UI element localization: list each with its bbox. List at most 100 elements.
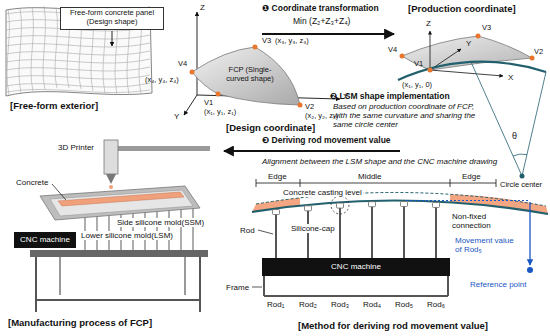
- dimension-label: Movement value of Rod₅: [455, 236, 521, 254]
- freeform-mesh: [31, 7, 33, 91]
- rod-line: [276, 207, 436, 259]
- step-title: ❸ Deriving rod movement value: [262, 136, 391, 146]
- axis-label: Y: [174, 112, 179, 121]
- silicone-cap: [273, 210, 280, 215]
- printer-gantry: [104, 140, 210, 184]
- rod-label: Rod₄: [363, 300, 381, 309]
- label-box: Free-form concrete panel (Design shape): [60, 7, 164, 30]
- rod-line: [403, 207, 405, 259]
- freeform-mesh: [6, 83, 150, 87]
- center-dot: [520, 174, 525, 179]
- rod-pin: [180, 210, 181, 250]
- machine-box: CNC machine: [14, 232, 76, 248]
- vertex-dot: [190, 70, 195, 75]
- printer-gantry: [104, 140, 118, 174]
- box-text: Free-form concrete panel (Design shape): [64, 9, 160, 26]
- axis-label: Z: [426, 19, 431, 28]
- rod-pin: [192, 209, 193, 250]
- step-title: ❶ Coordinate transformation: [262, 4, 379, 14]
- figure-title: [Design coordinate]: [226, 123, 315, 134]
- freeform-mesh: [6, 67, 150, 71]
- part-label: Rod: [240, 226, 255, 235]
- zone-label: Middle: [358, 172, 382, 181]
- radius-line: [522, 72, 546, 176]
- formula: Min (Z₂+Z₃+Z₄): [293, 17, 350, 27]
- axis-label: Z: [200, 3, 205, 12]
- vertex-dot: [298, 103, 303, 108]
- angle-symbol: θ: [512, 131, 517, 141]
- panel-label: FCP (Single-curved shape): [221, 66, 279, 83]
- point-label: Reference point: [470, 280, 526, 289]
- vertex-dot: [216, 92, 221, 97]
- figure-title: [Method for deriving rod movement value]: [298, 321, 488, 332]
- silicone-cap: [273, 202, 440, 215]
- rod-line: [435, 208, 437, 259]
- machine-frame: [36, 299, 200, 301]
- freeform-mesh: [19, 8, 21, 93]
- freeform-mesh: [7, 9, 9, 95]
- concrete-strip: [58, 192, 184, 206]
- zone-bracket: [496, 179, 497, 187]
- freeform-mesh: [55, 7, 57, 88]
- vertex-label: V2: [534, 48, 543, 57]
- axis-arrow: [184, 12, 340, 115]
- detail-circle: [331, 196, 349, 214]
- radius-line: [513, 154, 527, 156]
- vertex-dot: [400, 34, 535, 73]
- vertex-label: V2: [305, 103, 314, 112]
- vertex-dot: [253, 45, 258, 50]
- part-label: Lower silicone mold(LSM): [80, 231, 174, 240]
- machine-box: CNC machine: [262, 258, 450, 276]
- rod-line: [275, 215, 277, 259]
- machine-frame: [264, 276, 448, 296]
- vertex-coordinate: (x₃, y₃, z₃): [275, 37, 309, 46]
- rod-line: [371, 207, 373, 258]
- lower-mold: [50, 190, 193, 216]
- freeform-mesh: [6, 51, 150, 55]
- freeform-mesh: [6, 75, 150, 79]
- zone-label: Edge: [268, 172, 287, 181]
- figure-title: [Production coordinate]: [408, 4, 516, 15]
- silicone-cap: [369, 202, 376, 207]
- printer-gantry: [106, 174, 116, 184]
- zone-label: Edge: [462, 172, 481, 181]
- zone-bracket: [450, 179, 451, 187]
- machine-frame: [59, 257, 61, 295]
- vertex-dot: [530, 56, 535, 61]
- zone-bracket: [256, 179, 257, 187]
- vertex-dot: [400, 54, 405, 59]
- machine-frame: [264, 295, 448, 297]
- freeform-mesh: [6, 59, 150, 63]
- vertex-coordinate: (x₁, y₁, z₁): [204, 108, 236, 117]
- vertex-coordinate: (x₄, y₄, z₄): [145, 76, 179, 85]
- machine-frame: [184, 257, 186, 295]
- side-mold: [40, 186, 200, 220]
- silicone-cap: [401, 202, 408, 207]
- figure-title: [Manufacturing process of FCP]: [8, 318, 152, 329]
- zone-bracket: [256, 183, 496, 184]
- vertex-coordinate: (x₁, y₁, 0): [402, 81, 432, 90]
- curved-panel: [192, 47, 300, 105]
- freeform-mesh: [6, 35, 150, 39]
- vertex-dot: [190, 45, 303, 108]
- step-title: ❷ LSM shape implementation: [330, 92, 450, 102]
- silicone-cap: [305, 206, 312, 211]
- silicone-cap: [433, 203, 440, 208]
- leader-arrow: [112, 31, 113, 46]
- process-arrow: [224, 150, 400, 152]
- freeform-mesh: [43, 6, 45, 89]
- step-note: Based on production coordinate of FCP, w…: [333, 102, 483, 130]
- level-line: [406, 200, 530, 201]
- box-text: CNC machine: [331, 262, 381, 271]
- machine-table: [30, 250, 208, 257]
- figure-title: [Free-form exterior]: [10, 101, 98, 112]
- machine-frame: [199, 257, 201, 312]
- vertex-label: V1: [204, 99, 213, 108]
- leader-line: [258, 230, 273, 234]
- vertex-label: V4: [178, 60, 187, 69]
- part-label: Frame: [226, 283, 249, 292]
